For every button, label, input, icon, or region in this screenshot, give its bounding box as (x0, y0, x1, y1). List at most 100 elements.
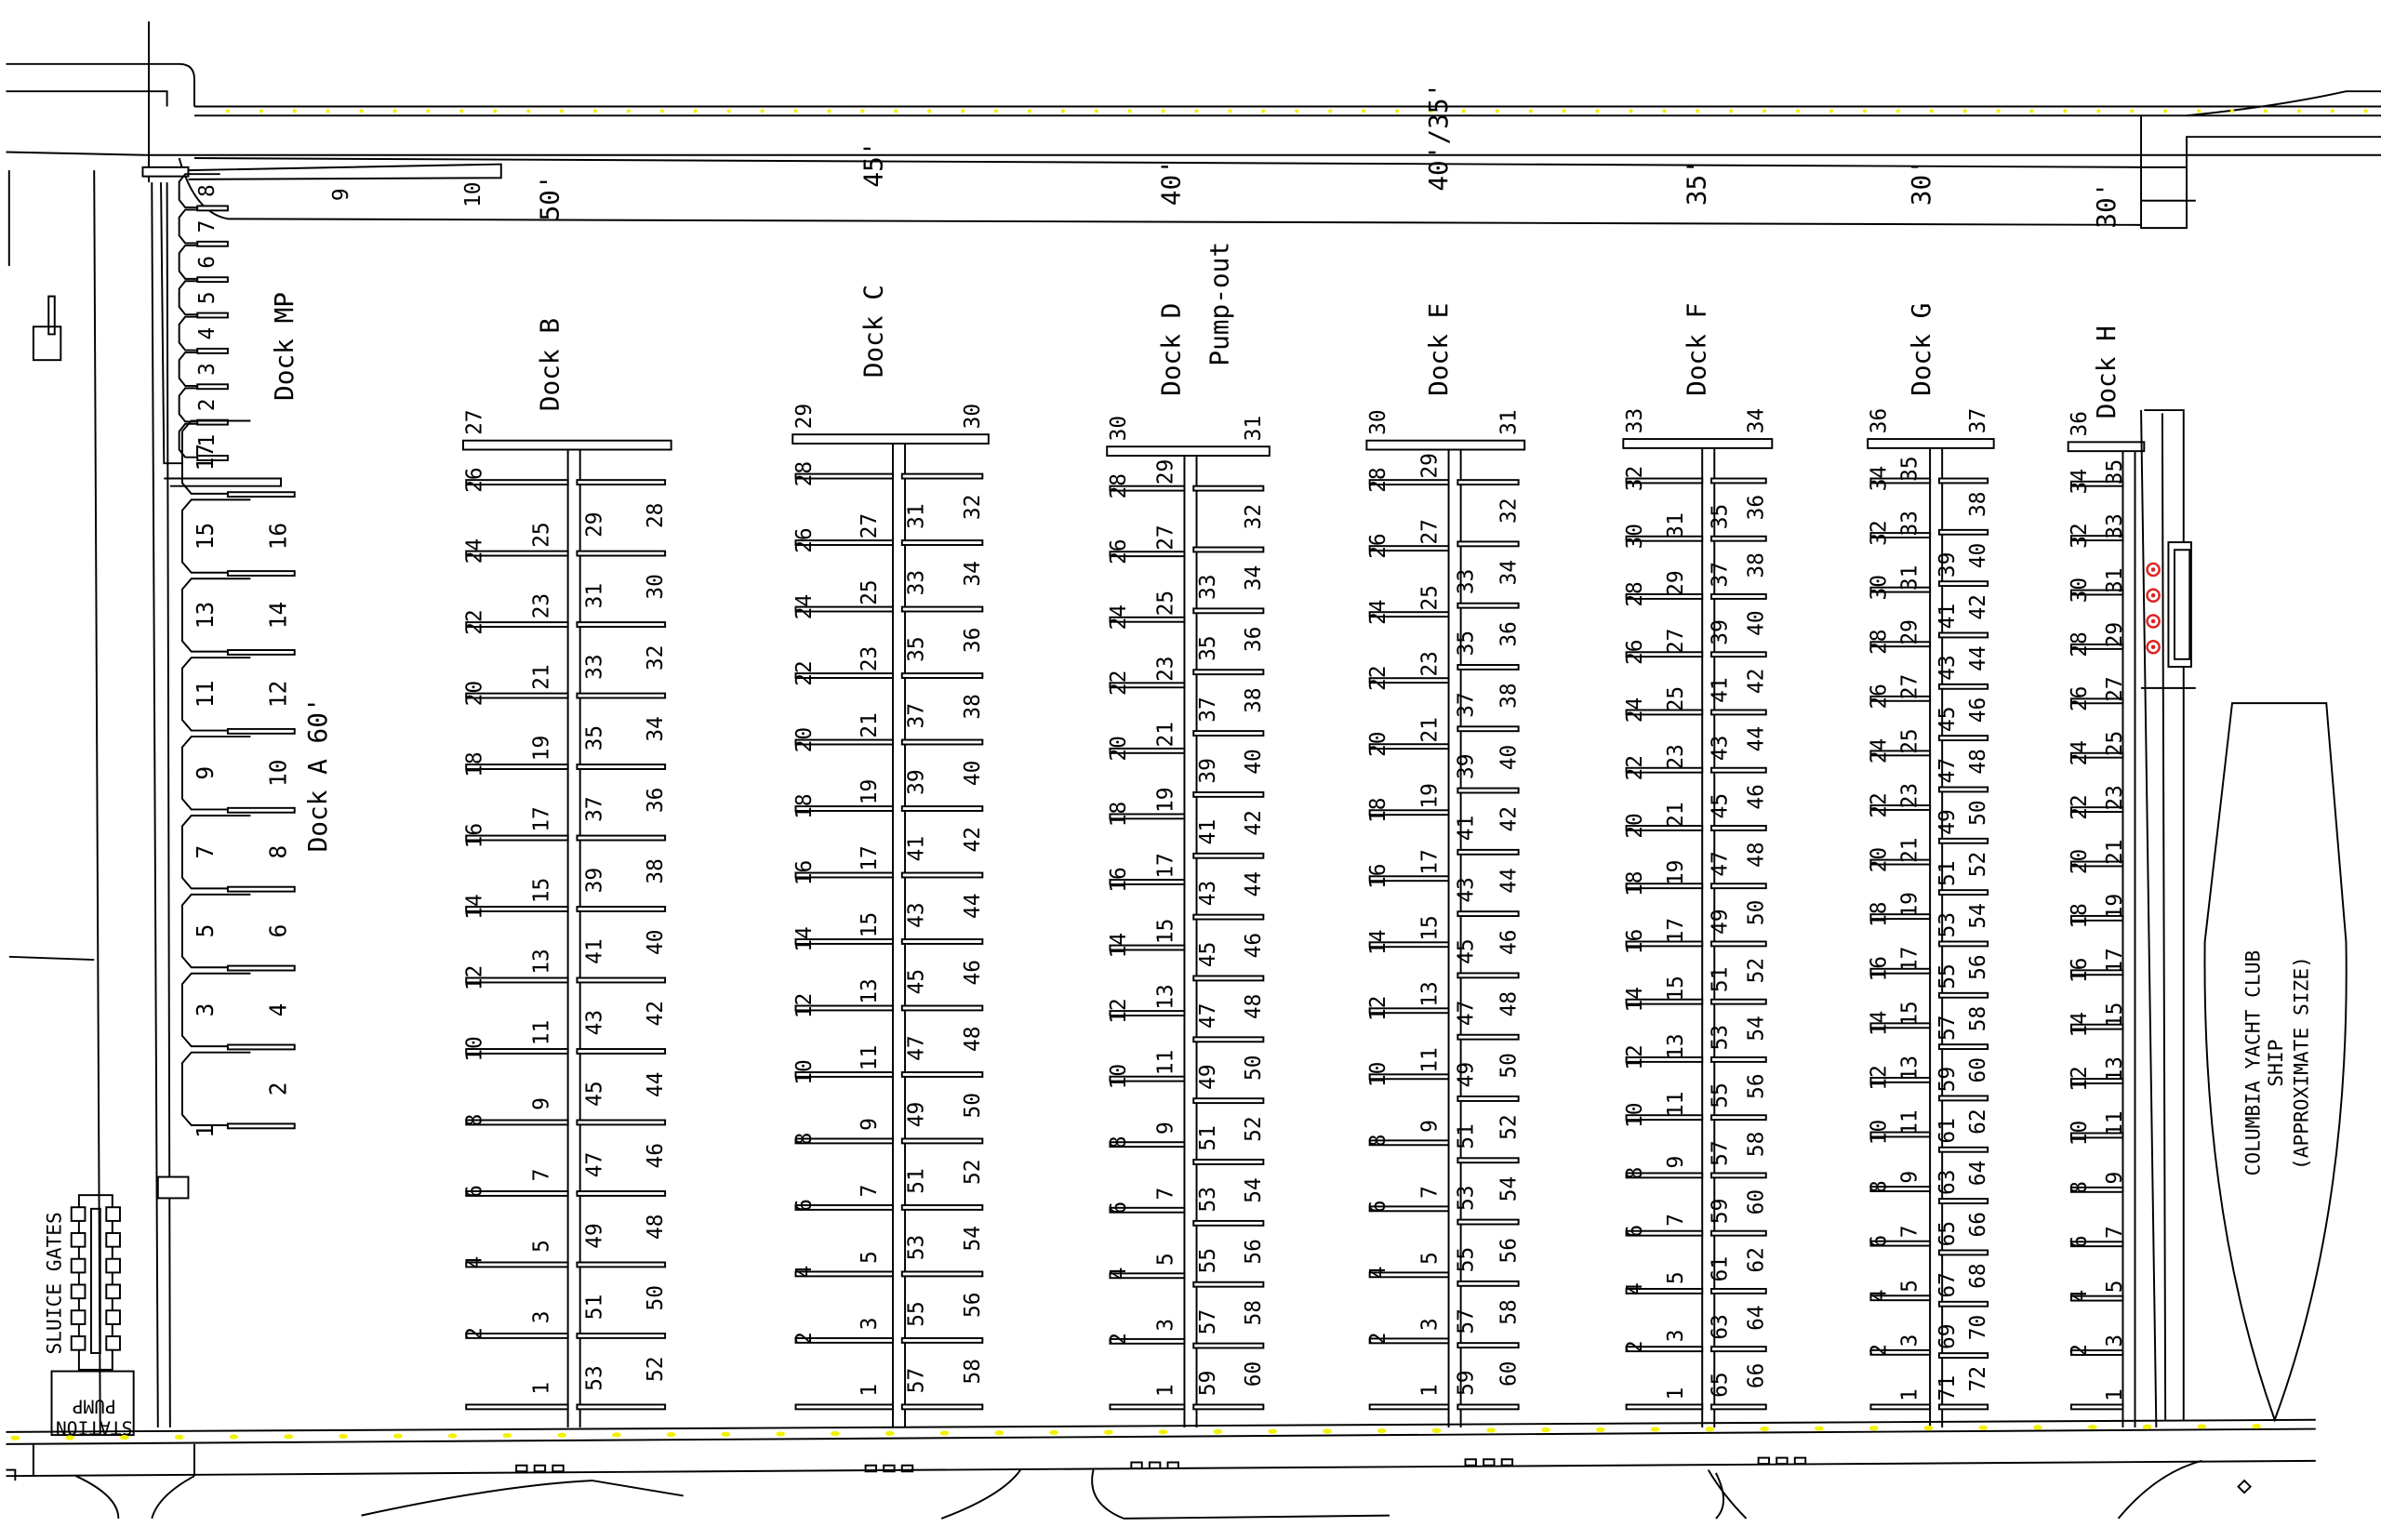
slip-label: 17 (1153, 853, 1177, 879)
finger-pier (1192, 790, 1265, 798)
dock-label: Dock B (535, 318, 565, 411)
slip-label: 36 (1744, 495, 1768, 521)
finger-pier (1368, 1073, 1450, 1081)
finger-pier (2069, 1078, 2124, 1084)
slip-label: 20 (2068, 849, 2092, 875)
slip-label: 57 (1196, 1309, 1220, 1335)
light-dot (1829, 109, 1834, 113)
slip-label: 38 (1242, 687, 1266, 713)
finger-pier (1192, 607, 1265, 615)
finger-pier (1869, 858, 1932, 866)
slip-label: 56 (1744, 1073, 1768, 1099)
slip-label: 33 (1455, 569, 1479, 595)
slip-label: 2 (463, 1327, 487, 1340)
slip-label: 37 (1196, 697, 1220, 723)
slip-label: 27 (1153, 524, 1177, 551)
parking-mark (1166, 1461, 1179, 1469)
finger-pier (1937, 631, 1989, 639)
slip-label: 5 (1153, 1253, 1177, 1266)
slip-label: 43 (1935, 655, 1960, 681)
gate-icon (105, 1231, 121, 1248)
light-dot (459, 109, 464, 113)
slip-label: 41 (1935, 604, 1960, 630)
slip-label: 50 (644, 1285, 668, 1311)
light-dot (666, 1431, 676, 1438)
light-dot (1595, 109, 1600, 113)
slip-label: 10 (1623, 1102, 1647, 1128)
slip-label: 63 (1708, 1314, 1732, 1340)
slip-label: 12 (1366, 996, 1390, 1022)
slip-label: 59 (1196, 1371, 1220, 1397)
parking-mark (533, 1464, 547, 1473)
light-dot (359, 109, 364, 113)
slip-label: 26 (792, 527, 817, 553)
finger-pier (1710, 1172, 1767, 1179)
slip-label: 67 (1935, 1272, 1960, 1298)
slip-label: 9 (2103, 1172, 2127, 1185)
slip-label: 25 (1664, 686, 1688, 712)
slip-label: 6 (264, 924, 291, 938)
finger-pier (1457, 602, 1520, 609)
slip-label: 30 (1868, 575, 1892, 601)
slip-label: 25 (529, 522, 553, 548)
finger-pier (2069, 1241, 2124, 1248)
slip-label: 55 (905, 1301, 929, 1327)
finger-pier (794, 605, 894, 613)
slip-label: 27 (1664, 629, 1688, 655)
light-dot (1323, 1428, 1332, 1434)
slip-label: 1 (858, 1384, 882, 1397)
finger-pier (1368, 809, 1450, 816)
slip-outline (178, 173, 220, 209)
slip-label: 69 (1935, 1323, 1960, 1349)
finger-pier (1937, 477, 1989, 485)
slip-label: 21 (529, 664, 553, 690)
slip-label: 9 (1897, 1171, 1922, 1184)
slip-label: 53 (1935, 912, 1960, 938)
slip-label: 28 (792, 461, 817, 487)
finger-pier (1457, 848, 1520, 856)
slip-label: 8 (264, 845, 291, 859)
light-dot (119, 1435, 129, 1440)
slip-label: 18 (1623, 870, 1647, 896)
slip-label: 33 (583, 654, 607, 680)
finger-pier (1368, 1337, 1450, 1345)
finger-pier (1937, 837, 1989, 844)
light-dot (2142, 1424, 2152, 1429)
slip-label: 9 (329, 188, 353, 201)
finger-pier (226, 885, 296, 893)
slip-label: 49 (905, 1102, 929, 1128)
slip-label: 43 (1708, 736, 1732, 762)
slip-label: 31 (583, 583, 607, 609)
slip-label: 14 (2068, 1012, 2092, 1038)
slip-label: 10 (1366, 1062, 1390, 1088)
finger-pier (226, 649, 296, 656)
slip-label: 15 (529, 878, 553, 904)
finger-pier (1625, 1403, 1704, 1411)
slip-label: 42 (1966, 594, 1990, 620)
slip-label: 23 (529, 593, 553, 619)
slip-label: 43 (1196, 881, 1220, 907)
slip-label: 41 (1708, 677, 1732, 703)
slip-label: 14 (792, 926, 817, 952)
slip-outline (178, 315, 220, 352)
slip-label: 12 (1868, 1065, 1892, 1091)
dock-label: Dock H (2091, 325, 2122, 418)
finger-pier (1192, 1159, 1265, 1165)
slip-label: 17 (192, 444, 219, 471)
gate-icon (70, 1206, 86, 1222)
finger-pier (1625, 766, 1704, 774)
light-dot (1705, 1427, 1715, 1432)
finger-pier (900, 539, 984, 546)
finger-pier (196, 205, 229, 212)
slip-label: 13 (1664, 1033, 1688, 1059)
dock-size-label: 40'/35' (1423, 83, 1454, 192)
slip-label: 28 (644, 503, 668, 529)
slip-label: 7 (1664, 1214, 1688, 1227)
finger-pier (1457, 1095, 1520, 1102)
finger-pier (1457, 1218, 1520, 1226)
finger-pier (794, 539, 894, 546)
slip-label: 40 (1242, 749, 1266, 775)
slip-label: 61 (1708, 1256, 1732, 1282)
light-dot (827, 109, 831, 113)
slip-label: 4 (1623, 1282, 1647, 1295)
